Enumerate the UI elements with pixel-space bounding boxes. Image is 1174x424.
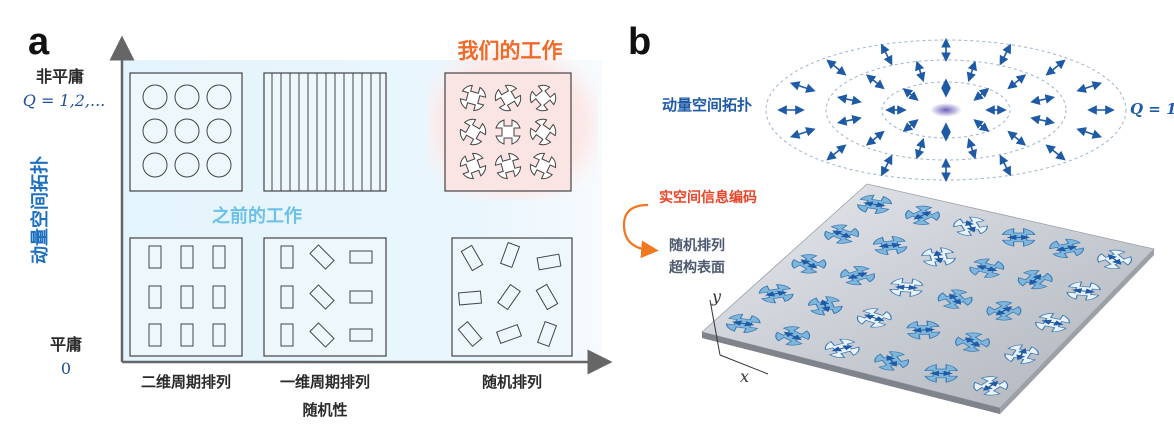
meta-atom xyxy=(758,284,794,304)
field-arrow xyxy=(826,59,847,76)
singularity-blob xyxy=(930,103,962,117)
meta-atom xyxy=(807,296,843,316)
meta-atom xyxy=(857,194,892,214)
field-arrow xyxy=(836,94,862,105)
panel-b-label: b xyxy=(628,21,651,63)
y-bottom-label: 平庸 xyxy=(50,335,82,354)
surface-label-1: 随机排列 xyxy=(669,237,725,254)
meta-atom xyxy=(906,320,941,340)
meta-atom xyxy=(1097,249,1132,269)
box-random-topological xyxy=(444,72,572,192)
meta-atom xyxy=(973,376,1009,396)
field-arrow xyxy=(881,43,893,66)
field-arrow xyxy=(1045,59,1066,76)
q-label: Q = 1 xyxy=(1130,100,1174,118)
meta-atom xyxy=(921,247,956,267)
meta-atom xyxy=(969,258,1005,278)
field-arrow xyxy=(1007,130,1027,146)
meta-atom xyxy=(872,235,908,256)
meta-atom xyxy=(824,224,860,244)
meta-atom xyxy=(1004,344,1039,364)
field-arrow xyxy=(881,154,893,177)
meta-atom xyxy=(1017,270,1053,290)
meta-atom xyxy=(856,308,892,328)
field-arrow xyxy=(1030,94,1056,105)
meta-atom xyxy=(725,313,761,333)
meta-atom xyxy=(1035,313,1070,333)
y-top-label: 非平庸 xyxy=(36,67,84,86)
field-arrow xyxy=(915,137,926,160)
x-label-1d-periodic: 一维周期排列 xyxy=(280,373,370,391)
field-arrow xyxy=(1076,81,1103,93)
our-work-label: 我们的工作 xyxy=(458,39,563,63)
panel-a xyxy=(109,35,613,375)
field-arrow xyxy=(865,74,885,90)
field-arrow xyxy=(973,119,990,132)
field-arrow xyxy=(836,115,862,126)
field-arrow xyxy=(915,60,926,83)
field-arrow xyxy=(1007,74,1027,90)
field-arrow xyxy=(966,60,977,83)
box-1d-periodic-topological xyxy=(263,72,387,192)
panel-a-label: a xyxy=(28,21,50,63)
plate-axes xyxy=(709,299,769,375)
meta-atom xyxy=(1049,238,1084,258)
field-arrow xyxy=(902,119,919,132)
box-2d-periodic-trivial xyxy=(129,237,243,357)
meta-atom xyxy=(955,332,990,352)
y-axis-title: 动量空间拓扑 xyxy=(29,156,51,264)
field-arrow xyxy=(826,144,847,161)
field-arrow xyxy=(1076,127,1103,139)
realspace-label: 实空间信息编码 xyxy=(659,189,757,206)
meta-atom xyxy=(986,301,1022,321)
previous-work-label: 之前的工作 xyxy=(212,205,302,227)
y-top-value: Q = 1,2,... xyxy=(23,91,105,110)
meta-atom xyxy=(937,289,973,309)
meta-atom xyxy=(1066,281,1101,301)
field-arrow xyxy=(999,43,1011,66)
box-random-trivial xyxy=(451,237,573,357)
box-1d-periodic-trivial xyxy=(263,237,387,357)
field-arrow xyxy=(973,88,990,101)
meta-atom xyxy=(905,205,940,225)
meta-atom xyxy=(924,364,959,383)
surface-label-2: 超构表面 xyxy=(668,259,725,276)
y-bottom-value: 0 xyxy=(61,359,71,378)
encoding-arrow xyxy=(622,203,659,259)
plate-axis-y: y xyxy=(711,287,722,306)
field-arrow xyxy=(789,81,816,93)
meta-atom xyxy=(840,266,875,286)
meta-atom xyxy=(1001,228,1036,247)
meta-atom xyxy=(953,216,988,236)
field-arrow xyxy=(966,137,977,160)
meta-atom xyxy=(775,326,811,346)
momentum-label: 动量空间拓扑 xyxy=(662,96,752,114)
box-2d-periodic-topological xyxy=(129,72,243,192)
meta-atom xyxy=(889,277,924,297)
field-arrow xyxy=(865,130,885,146)
x-axis-title: 随机性 xyxy=(302,401,347,419)
meta-atom xyxy=(874,351,910,371)
metasurface-plate xyxy=(701,183,1155,414)
momentum-vector-field xyxy=(765,37,1127,182)
meta-atom xyxy=(791,254,827,274)
meta-atom xyxy=(824,338,860,358)
panel-b xyxy=(622,37,1155,414)
field-arrow xyxy=(902,88,919,101)
field-arrow xyxy=(999,154,1011,177)
plate-axis-x: x xyxy=(740,367,749,386)
x-label-random: 随机排列 xyxy=(482,373,542,391)
field-arrow xyxy=(789,127,816,139)
x-label-2d-periodic: 二维周期排列 xyxy=(141,373,231,391)
field-arrow xyxy=(1030,115,1056,126)
field-arrow xyxy=(1045,144,1066,161)
